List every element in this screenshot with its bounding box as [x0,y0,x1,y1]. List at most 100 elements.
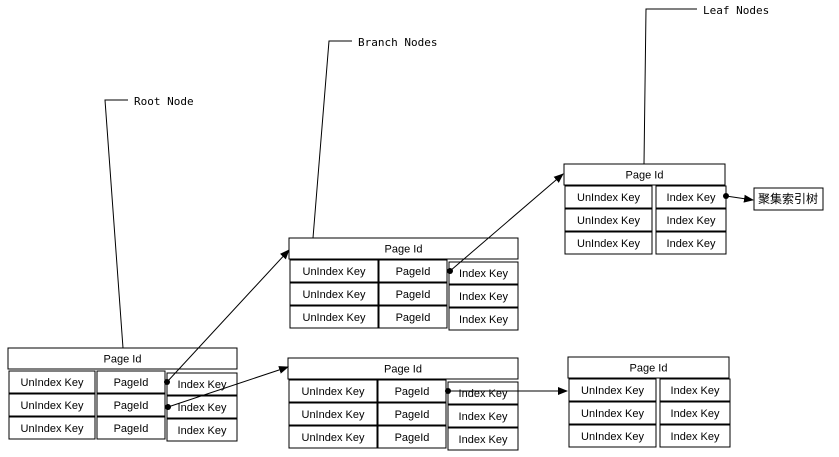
branch-top-cell-label: UnIndex Key [303,289,366,301]
root-cell-label: Index Key [178,425,227,437]
branch-bottom-cell-box [447,404,519,428]
root-cell-box [96,393,166,417]
branch-bottom-cell-label: Index Key [459,434,508,446]
branch-bottom-cell-box [288,425,378,449]
leaf-bottom-cell-box [659,401,731,425]
root-cell-label: Index Key [178,402,227,414]
branch-bottom-header-label: Page Id [384,364,422,376]
leaf-top-cell-box [564,208,653,232]
branch-nodes-label: Branch Nodes [358,36,437,49]
leaf-callout-line [643,8,697,165]
root-pointer-dot-2 [165,404,171,410]
branch-top-cell-label: UnIndex Key [303,266,366,278]
branch-top-cell-label: Index Key [459,291,508,303]
leaf-top-cell-label: UnIndex Key [577,192,640,204]
branch-top-cell-label: PageId [396,289,431,301]
leaf-nodes-label: Leaf Nodes [703,4,769,17]
leaf-bottom-cell-box [568,401,657,425]
leaf-bottom-cell-label: UnIndex Key [581,385,644,397]
leaf-top-cell-label: UnIndex Key [577,215,640,227]
root-node-label: Root Node [134,95,194,108]
branch-bottom-cell-box [377,425,447,449]
leaf-top-header-label: Page Id [626,170,664,182]
leaf-top-cell-label: Index Key [667,215,716,227]
branch-bottom-cell-label: PageId [395,386,430,398]
leaf-bottom-cell-label: Index Key [671,431,720,443]
branch-top-cell-label: Index Key [459,268,508,280]
root-cell-label: UnIndex Key [21,400,84,412]
leaf-bottom-header-box [567,356,730,379]
branch-bottom-cell-label: UnIndex Key [302,409,365,421]
branch-bottom-cell-label: PageId [395,409,430,421]
branch-top-cell-box [378,305,448,329]
leaf-top-cell-box [655,231,727,255]
branch-top-pointer-dot [447,268,453,274]
leaf-pointer-dot [723,193,729,199]
branch-bottom-cell-box [288,379,378,403]
leaf-top-cell-box [655,208,727,232]
root-cell-box [8,370,96,394]
callout-lines [104,8,697,349]
clustered-index-tree-box: 聚集索引树 [753,187,824,211]
root-header-label: Page Id [104,354,142,366]
leaf-bottom-cell-box [568,378,657,402]
branch-top-to-leaf-top-arrow [449,173,564,272]
root-cell-box [96,416,166,440]
root-cell-label: UnIndex Key [21,423,84,435]
leaf-bottom-header-label: Page Id [630,363,668,375]
leaf-bottom-cell-label: UnIndex Key [581,408,644,420]
leaf-bottom-cell-label: Index Key [671,408,720,420]
leaf-bottom-cell-box [659,378,731,402]
branch-top-cell-label: UnIndex Key [303,312,366,324]
branch-bottom-pointer-dot [445,388,451,394]
root-cell-label: PageId [114,423,149,435]
branch-top-header-box [288,237,519,260]
branch-top-cell-box [378,282,448,306]
leaf-bottom-cell-box [659,424,731,448]
branch-bottom-cell-box [447,427,519,451]
leaf-to-clustered-tree-arrow [725,194,754,203]
branch-top-header-label: Page Id [385,244,423,256]
root-cell-box [166,418,238,442]
branch-bottom-cell-label: Index Key [459,411,508,423]
root-to-branch-top-arrow [166,249,290,383]
branch-bottom-cell-label: Index Key [459,388,508,400]
leaf-bottom-cell-label: UnIndex Key [581,431,644,443]
leaf-bottom-cell-label: Index Key [671,385,720,397]
branch-top-cell-label: PageId [396,266,431,278]
branch-top-cell-label: PageId [396,312,431,324]
branch-bottom-cell-label: UnIndex Key [302,432,365,444]
root-callout-line [104,99,128,349]
branch-bottom-cell-box [288,402,378,426]
branch-top-cell-box [448,307,519,331]
branch-bottom-cell-label: UnIndex Key [302,386,365,398]
root-cell-box [8,393,96,417]
leaf-top-header-box [563,163,726,186]
leaf-top-cell-label: Index Key [667,238,716,250]
branch-top-cell-box [289,282,379,306]
root-header-box [7,347,238,370]
branch-top-cell-box [448,284,519,308]
root-cell-label: UnIndex Key [21,377,84,389]
root-cell-box [8,416,96,440]
branch-top-cell-box [289,305,379,329]
leaf-top-cell-label: Index Key [667,192,716,204]
leaf-top-cell-label: UnIndex Key [577,238,640,250]
root-cell-label: PageId [114,377,149,389]
leaf-top-cell-box [564,231,653,255]
branch-top-cell-box [289,259,379,283]
connectors [164,173,754,410]
branch-bottom-cell-label: PageId [395,432,430,444]
branch-top-cell-label: Index Key [459,314,508,326]
branch-callout-line [312,40,352,239]
leaf-top-cell-box [564,185,653,209]
root-cell-label: Index Key [178,379,227,391]
root-to-branch-bottom-arrow [167,366,289,408]
